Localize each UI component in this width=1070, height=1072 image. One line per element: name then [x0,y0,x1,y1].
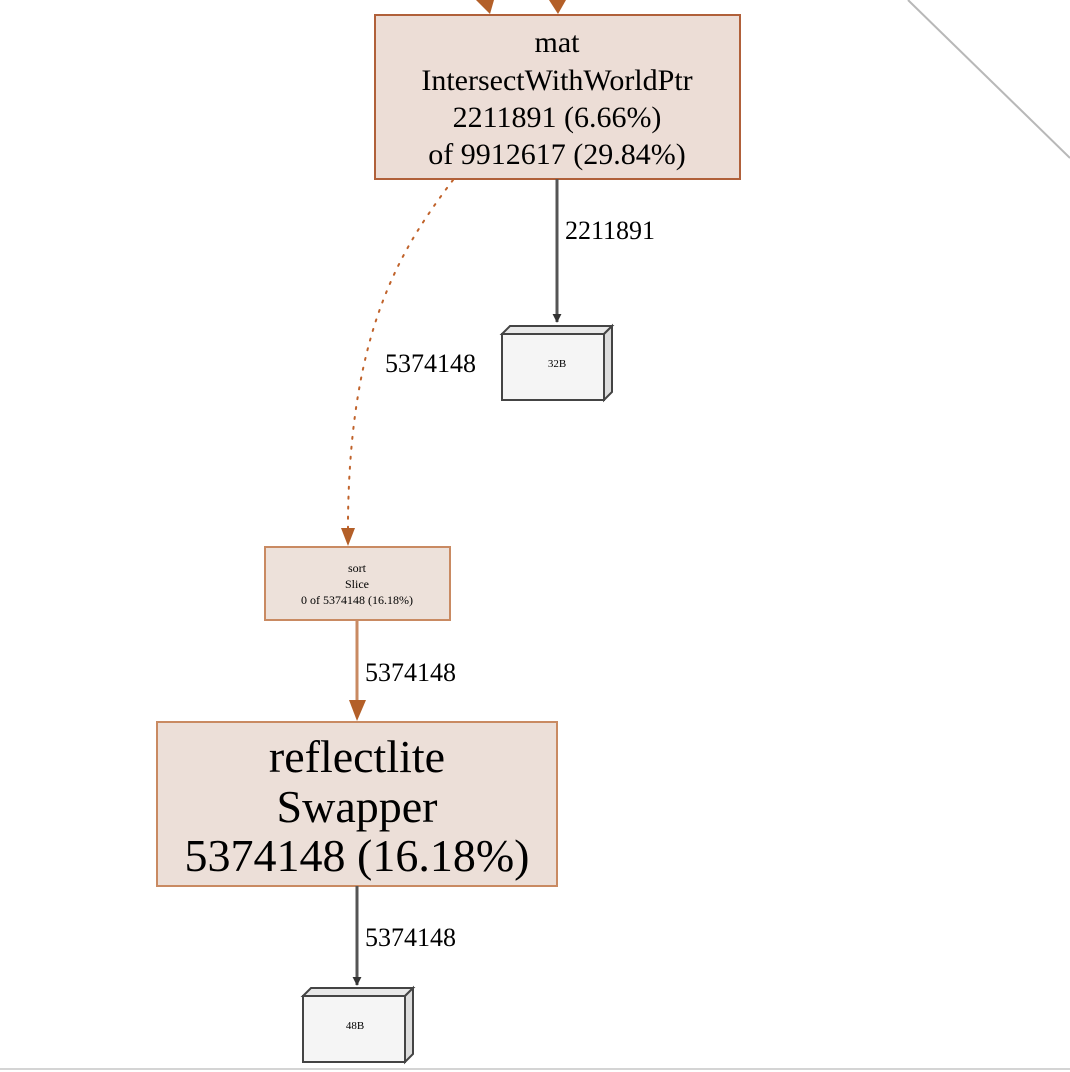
node-alloc-48b-label: 48B [346,1020,364,1032]
node-swapper-line-1: reflectlite [269,731,445,782]
node-sort-slice[interactable]: sort Slice 0 of 5374148 (16.18%) [264,546,451,621]
node-intersect-with-world-ptr[interactable]: mat IntersectWithWorldPtr 2211891 (6.66%… [374,14,741,180]
node-intersect-line-4: of 9912617 (29.84%) [428,138,685,171]
node-swapper-line-2: Swapper [277,781,438,832]
node-intersect-line-3: 2211891 (6.66%) [453,101,662,134]
edge-intersect-to-sort-slice[interactable]: 5374148 [341,179,476,546]
node-alloc-32b-label: 32B [548,358,566,370]
edge-intersect-to-32b[interactable]: 2211891 [552,179,655,323]
edge-label-intersect-to-32b: 2211891 [565,216,655,245]
edge-label-intersect-to-sort: 5374148 [385,349,476,378]
viewport-bottom-border [0,1068,1070,1070]
node-alloc-32b[interactable]: 32B [499,323,615,403]
incoming-edge-left [476,0,494,14]
edge-label-swapper-to-48b: 5374148 [365,923,456,952]
edge-sort-to-swapper[interactable]: 5374148 [349,620,456,721]
offscreen-edge [907,0,1070,159]
edge-label-sort-to-swapper: 5374148 [365,658,456,687]
node-alloc-48b[interactable]: 48B [300,985,416,1065]
node-swapper-line-3: 5374148 (16.18%) [185,830,530,881]
node-intersect-line-2: IntersectWithWorldPtr [421,64,692,97]
node-sort-line-2: Slice [345,577,369,591]
node-intersect-line-1: mat [535,26,581,59]
edge-swapper-to-48b[interactable]: 5374148 [352,886,456,986]
incoming-edge-right [549,0,566,14]
node-sort-line-3: 0 of 5374148 (16.18%) [301,593,413,607]
node-reflectlite-swapper[interactable]: reflectlite Swapper 5374148 (16.18%) [156,721,558,887]
node-sort-line-1: sort [348,561,367,575]
